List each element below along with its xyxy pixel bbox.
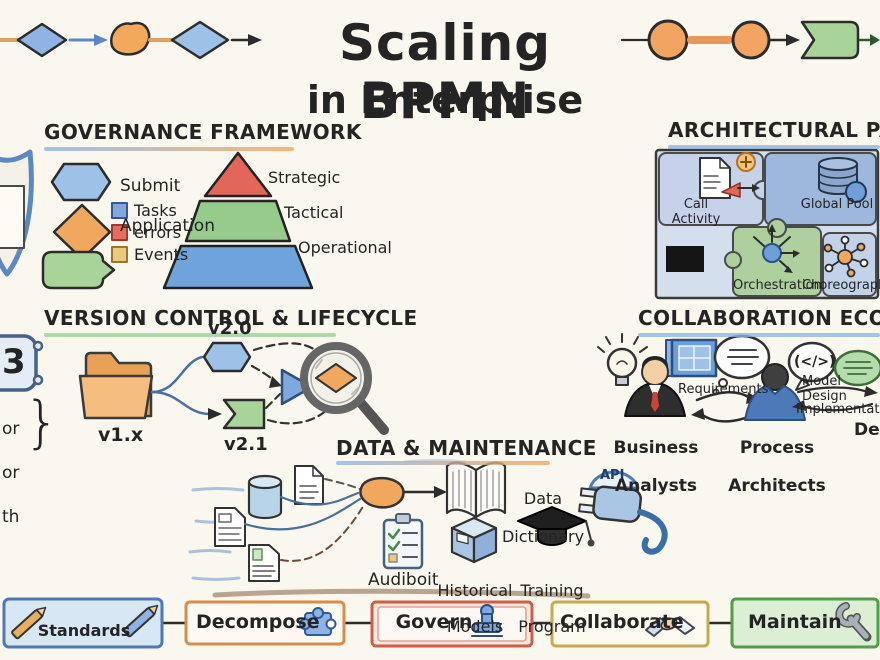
audit-label: Audiboit [368,570,439,590]
ribbon-step-collaborate-box [550,600,710,648]
api-label: API [600,468,625,483]
submit-application-hexagon-icon [50,162,112,202]
branch-lines [150,355,222,420]
global-pool-database-icon [818,157,867,203]
folder-icon [78,351,154,420]
governance-underline [44,147,294,151]
submit-application-label: Submit Application [120,176,215,236]
page-title-line2: in Enterprise [306,78,584,122]
ribbon-collaborate-label: Collaborate [560,611,684,633]
data-dictionary-label: Data Dictionary [501,489,585,546]
stamp-icon [471,604,503,637]
data-dictionary-book-icon [445,461,507,519]
choreography-label: Choreography [802,278,880,293]
ribbon-step-maintain-box [730,597,880,649]
process-architects-label: Process Architects [728,438,826,496]
business-analysts-label: Business Analysts [613,438,699,496]
code-bubble-icon [787,341,837,391]
blueprint-icon [665,338,718,378]
legend-swatches-icon [111,202,128,263]
choreography-icon [823,235,869,278]
v20-label: v2.0 [208,318,252,339]
chat-bubble-icon [833,349,880,387]
model-impl-arrows [792,386,878,412]
model-design-label: Model Design [802,374,847,404]
audit-checklist-icon [382,513,424,570]
training-cap-icon [517,506,595,547]
ribbon-maintain-label: Maintain [748,611,842,633]
page-title-line1: Scaling BPMN [338,14,552,130]
magnifier-icon [300,342,389,435]
process-flow-left-icon [0,20,262,60]
process-architect-icon [744,363,806,421]
code-glyph-label: (</>) [794,354,836,370]
collaboration-underline [638,333,880,337]
v20-hexagon-icon [202,341,252,373]
developers-label: Developers [854,420,880,440]
ribbon-govern-label: Govern [395,611,473,633]
ribbon-decompose-label: Decompose [196,611,320,633]
ribbon-step-govern-box [370,600,534,648]
orchestration-label: Orchestration [733,278,822,293]
pyramid-strategic-label: Strategic [268,168,341,187]
legend-tasks-label: Tasks [134,201,177,220]
architecture-underline [668,145,880,149]
version-badge-icon [0,334,44,392]
historical-models-label: Historical Models [437,581,513,636]
governance-heading: GOVERNANCE FRAMEWORK [44,120,362,144]
call-activity-icon [699,152,760,199]
version-underline [44,333,336,337]
ribbon-standards-first-label: Standards First [37,621,131,660]
puzzle-piece-icon [299,607,337,636]
version-badge-label: 3 [2,342,26,382]
governance-pyramid-icon [162,151,314,290]
process-flow-right-icon [620,19,880,61]
orchestration-icon [753,224,800,273]
version-heading: VERSION CONTROL & LIFECYCLE [44,306,418,330]
clipped-brace: } [24,390,60,455]
data-maintenance-underline [336,461,550,465]
clipped-fragments: or or th [2,419,20,527]
historical-box-icon [450,516,498,564]
global-pool-label: Global Pool [800,197,874,212]
collaboration-heading: COLLABORATION ECOSYSTEM [638,306,880,330]
document-icon [294,465,324,505]
ribbon-step-decompose-box [184,600,346,646]
business-analyst-icon [624,356,686,417]
shield-icon [0,149,34,277]
training-program-label: Training Program [518,581,586,636]
architecture-heading: ARCHITECTURAL PATTERNS [668,118,880,142]
transform-blob-icon [359,476,447,509]
data-converge-lines [243,478,365,562]
report-document-icon [214,507,246,547]
data-maintenance-heading: DATA & MAINTENANCE [336,436,597,460]
ribbon-step-standards-box [2,597,164,649]
lightbulb-icon [597,333,648,386]
pyramid-tactical-label: Tactical [284,203,344,222]
database-cylinder-icon [247,474,283,520]
handshake-icon [645,616,695,637]
pyramid-operational-label: Operational [298,238,392,257]
api-plug-icon [578,470,668,555]
requirements-label: Requirements [678,382,769,397]
implementation-label: Implementation [796,402,880,417]
v1x-label: v1.x [98,424,144,446]
call-activity-label: Call Activity [671,197,721,227]
v21-label: v2.1 [224,434,268,455]
v21-flag-icon [222,398,266,430]
ribbon-shadow-smudge [212,588,591,599]
event-shape-icon [41,250,116,290]
legend-events-label: Events [134,245,189,264]
wrench-icon [835,602,872,642]
merge-arrow-icon [280,368,314,406]
note-document-icon [248,544,280,582]
legend-errors-label: errors [134,223,182,242]
